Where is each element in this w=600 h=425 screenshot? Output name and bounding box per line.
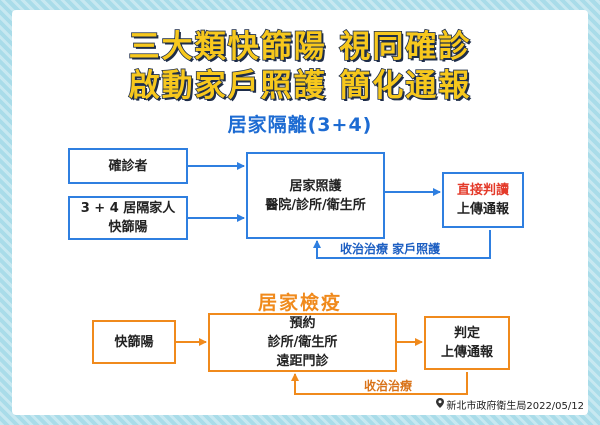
title-line-2: 啟動家戶照護 簡化通報 [128, 67, 472, 105]
visit-label-1: 預約 [289, 316, 316, 331]
arrow-feedback-loop-lower [291, 372, 468, 395]
box-rapid-positive: 快篩陽 [92, 320, 176, 364]
box-remote-clinic: 預約 診所/衛生所 遠距門診 [208, 313, 397, 372]
home-isolation-heading: 居家隔離(3+4) [227, 114, 373, 136]
title-line-1: 三大類快篩陽 視同確診 [128, 28, 472, 66]
box-home-care: 居家照護 醫院/診所/衛生所 [246, 152, 385, 239]
box-direct-report: 直接判讀 上傳通報 [442, 172, 524, 228]
visit-label-3: 遠距門診 [276, 354, 329, 369]
care-label-2: 醫院/診所/衛生所 [265, 197, 366, 213]
box-judge-report: 判定 上傳通報 [424, 316, 510, 370]
feedback-label-lower: 收治治療 [364, 379, 413, 393]
box-confirmed: 確診者 [68, 148, 188, 184]
flow-connectors [176, 162, 491, 395]
contacts-label-2: 快篩陽 [108, 220, 148, 235]
rapid-positive-label: 快篩陽 [114, 334, 154, 350]
report-label-2: 上傳通報 [456, 202, 509, 217]
arrow-feedback-loop-upper [313, 230, 491, 259]
location-pin-icon [436, 398, 445, 411]
feedback-label-upper: 收治治療 家戶照護 [340, 242, 441, 256]
report-label-1: 直接判讀 [456, 183, 509, 198]
judge-label-1: 判定 [453, 326, 480, 341]
judge-label-2: 上傳通報 [440, 345, 493, 360]
credit-text: 新北市政府衛生局2022/05/12 [446, 401, 584, 412]
confirmed-label: 確診者 [108, 158, 148, 174]
box-contacts: 3 + 4 居隔家人 快篩陽 [68, 196, 188, 240]
home-quarantine-heading: 居家檢疫 [257, 292, 342, 314]
visit-label-2: 診所/衛生所 [267, 335, 338, 350]
care-label-1: 居家照護 [289, 178, 342, 194]
contacts-label-1: 3 + 4 居隔家人 [80, 201, 176, 216]
poster-card: 三大類快篩陽 視同確診 啟動家戶照護 簡化通報 居家隔離(3+4) 居家檢疫 [12, 10, 588, 415]
credit-line: 新北市政府衛生局2022/05/12 [436, 397, 584, 412]
